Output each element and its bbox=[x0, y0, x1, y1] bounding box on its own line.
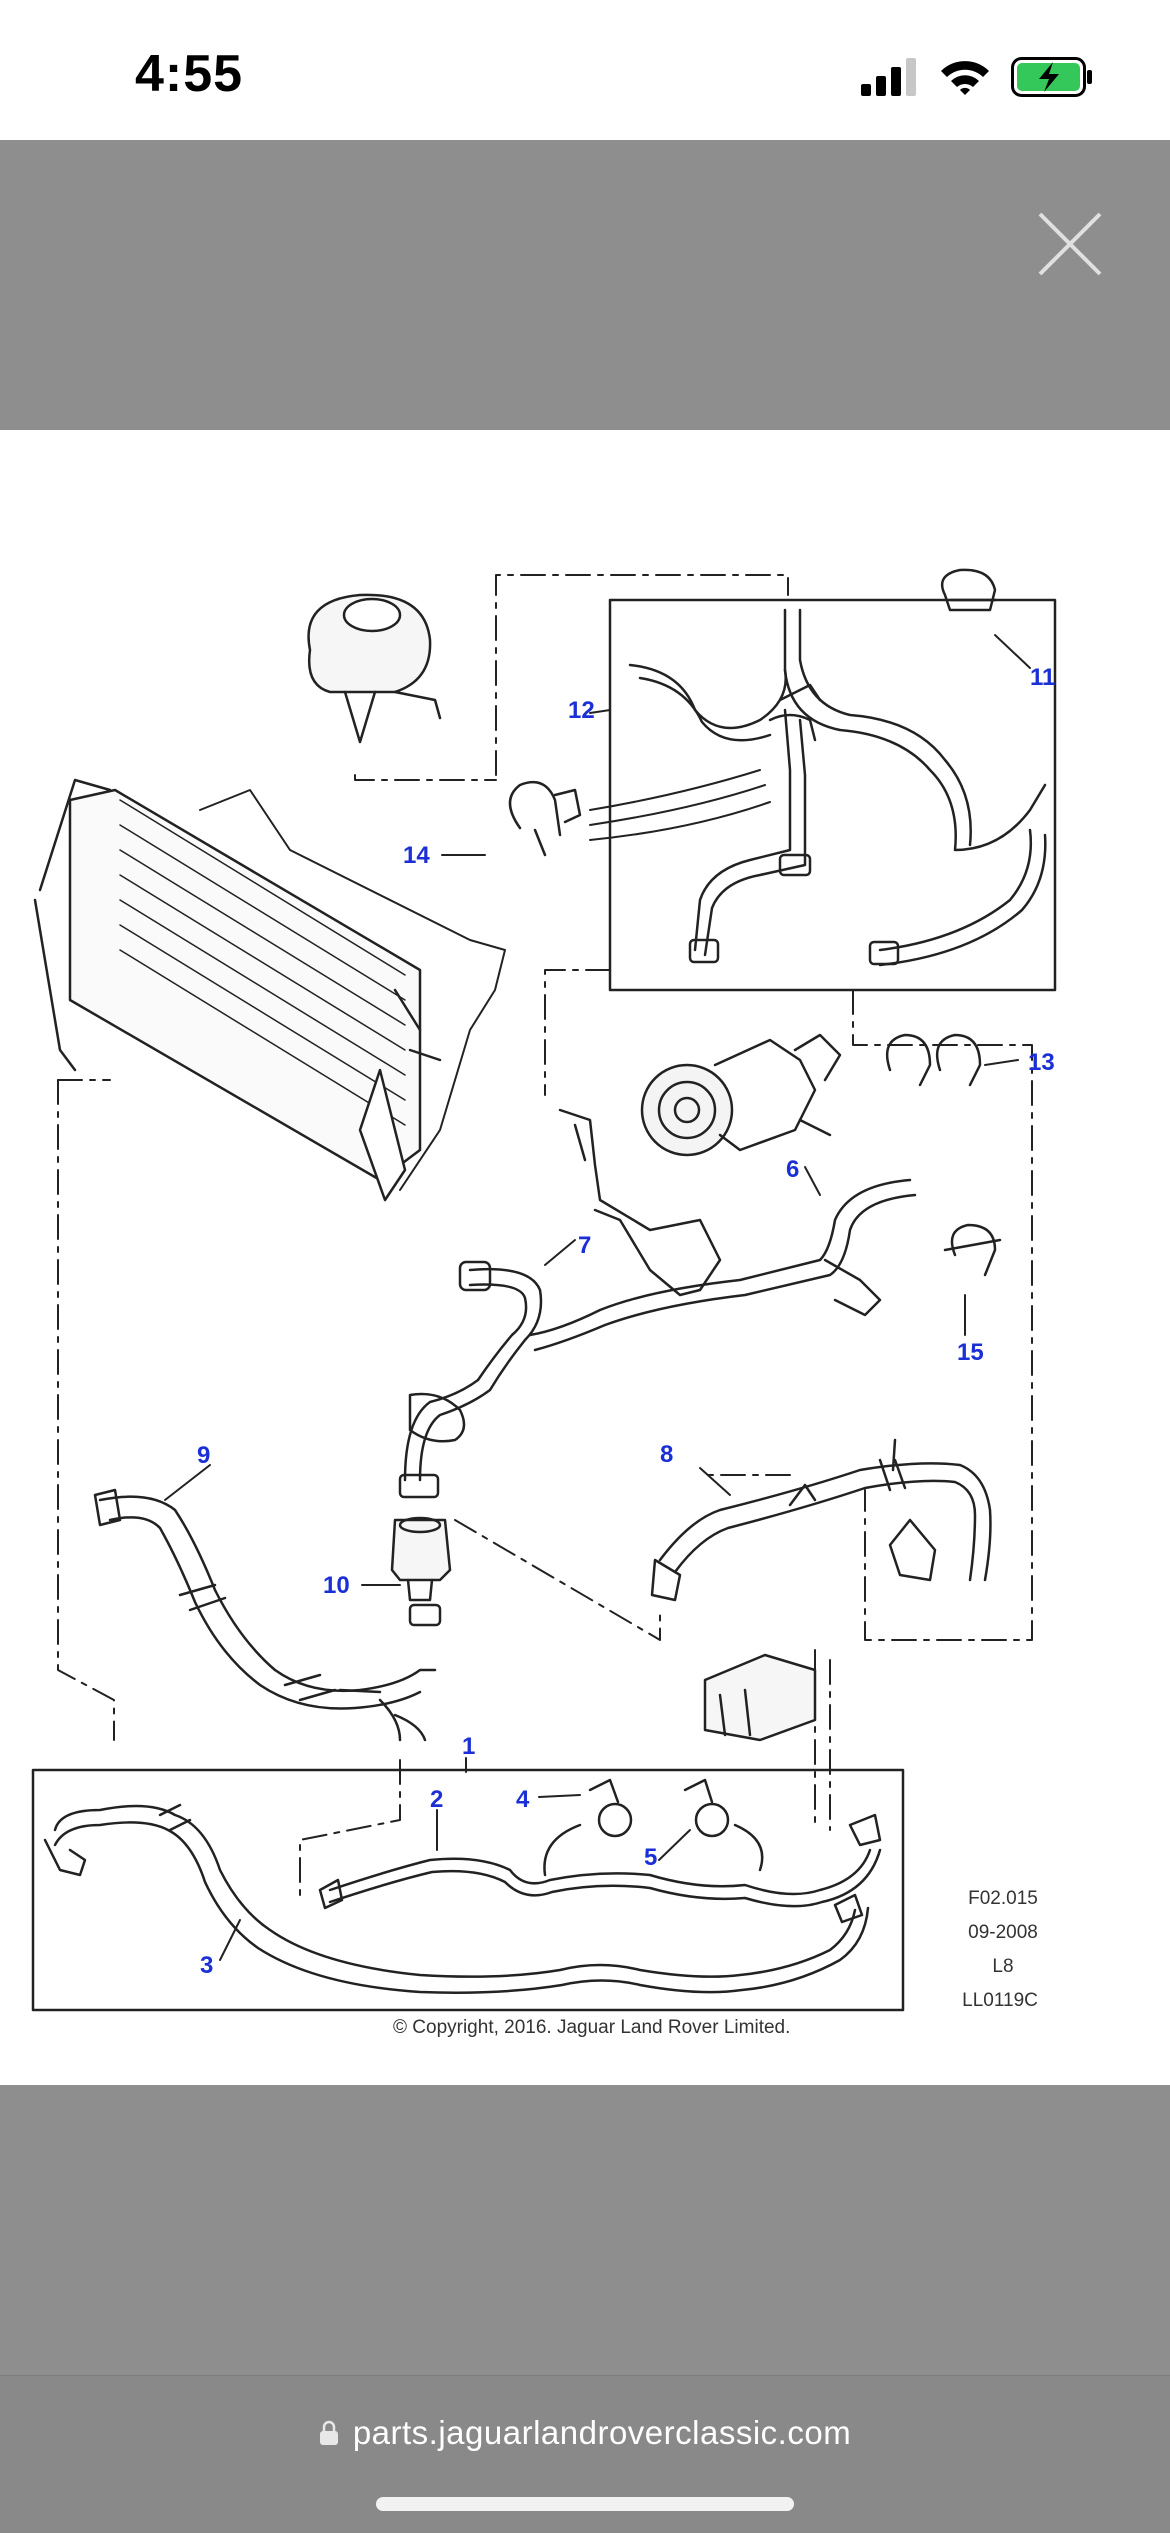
callout-11: 11 bbox=[1030, 664, 1055, 691]
callout-2: 2 bbox=[430, 1786, 443, 1813]
callout-labels: 11 12 14 13 6 7 15 9 8 10 1 2 4 5 3 bbox=[197, 664, 1055, 1979]
browser-url-bar: parts.jaguarlandroverclassic.com bbox=[0, 2375, 1170, 2533]
home-indicator[interactable] bbox=[376, 2497, 794, 2511]
callout-12: 12 bbox=[568, 697, 595, 724]
battery-charging-icon bbox=[1011, 57, 1092, 97]
callout-7: 7 bbox=[578, 1232, 591, 1259]
callout-leaders bbox=[164, 634, 1031, 1961]
callout-8: 8 bbox=[660, 1441, 673, 1468]
close-icon[interactable] bbox=[1030, 204, 1110, 284]
ref-codes: F02.015 09-2008 L8 LL0119C bbox=[962, 1888, 1038, 2011]
lock-icon bbox=[319, 2420, 338, 2445]
status-time: 4:55 bbox=[135, 45, 244, 103]
callout-6: 6 bbox=[786, 1156, 799, 1183]
hose-9 bbox=[93, 1488, 437, 1742]
ref-code-2: 09-2008 bbox=[968, 1922, 1038, 1943]
callout-14: 14 bbox=[403, 842, 430, 869]
callout-5: 5 bbox=[644, 1844, 657, 1871]
radiator bbox=[33, 778, 506, 1202]
valve-10 bbox=[390, 1473, 452, 1627]
diagram-area[interactable]: 11 12 14 13 6 7 15 9 8 10 1 2 4 5 3 F02.… bbox=[0, 430, 1170, 2085]
sensors bbox=[543, 1778, 764, 1877]
hose-group-box bbox=[608, 598, 1057, 992]
callout-13: 13 bbox=[1028, 1049, 1055, 1076]
callout-10: 10 bbox=[323, 1572, 350, 1599]
egr-cooler bbox=[558, 1108, 722, 1297]
pipe-2 bbox=[318, 1813, 882, 1910]
callout-9: 9 bbox=[197, 1442, 210, 1469]
url-text: parts.jaguarlandroverclassic.com bbox=[352, 2414, 852, 2451]
status-bar: 4:55 bbox=[0, 0, 1170, 140]
hose-8 bbox=[650, 1438, 992, 1602]
status-icons bbox=[861, 52, 1095, 102]
callout-4: 4 bbox=[516, 1786, 530, 1813]
cooling-system-diagram: 11 12 14 13 6 7 15 9 8 10 1 2 4 5 3 F02.… bbox=[31, 568, 1057, 2038]
hose-7 bbox=[403, 1260, 543, 1482]
ref-code-1: F02.015 bbox=[968, 1888, 1038, 1909]
url-display[interactable]: parts.jaguarlandroverclassic.com bbox=[0, 2414, 1170, 2452]
close-button[interactable] bbox=[1030, 204, 1110, 284]
module bbox=[703, 1653, 817, 1742]
ref-code-3: L8 bbox=[992, 1956, 1013, 1977]
box-hoses bbox=[628, 608, 1047, 967]
viewer-top-overlay bbox=[0, 140, 1170, 430]
wifi-icon bbox=[941, 61, 989, 95]
hose-6 bbox=[528, 1178, 917, 1352]
cellular-signal-icon bbox=[861, 58, 916, 96]
hose-14-lines bbox=[589, 769, 771, 841]
viewer-bottom-overlay bbox=[0, 2085, 1170, 2375]
bottom-pipe-box bbox=[31, 1768, 905, 2012]
copyright-text: © Copyright, 2016. Jaguar Land Rover Lim… bbox=[393, 2017, 790, 2038]
leader-lines bbox=[57, 574, 1033, 1901]
callout-1: 1 bbox=[462, 1733, 475, 1760]
expansion-tank bbox=[307, 593, 442, 744]
pipe-3 bbox=[43, 1803, 870, 1994]
water-pump bbox=[640, 1033, 842, 1157]
ref-code-4: LL0119C bbox=[962, 1990, 1038, 2011]
callout-3: 3 bbox=[200, 1952, 213, 1979]
callout-15: 15 bbox=[957, 1339, 984, 1366]
clamps bbox=[508, 568, 1002, 1277]
